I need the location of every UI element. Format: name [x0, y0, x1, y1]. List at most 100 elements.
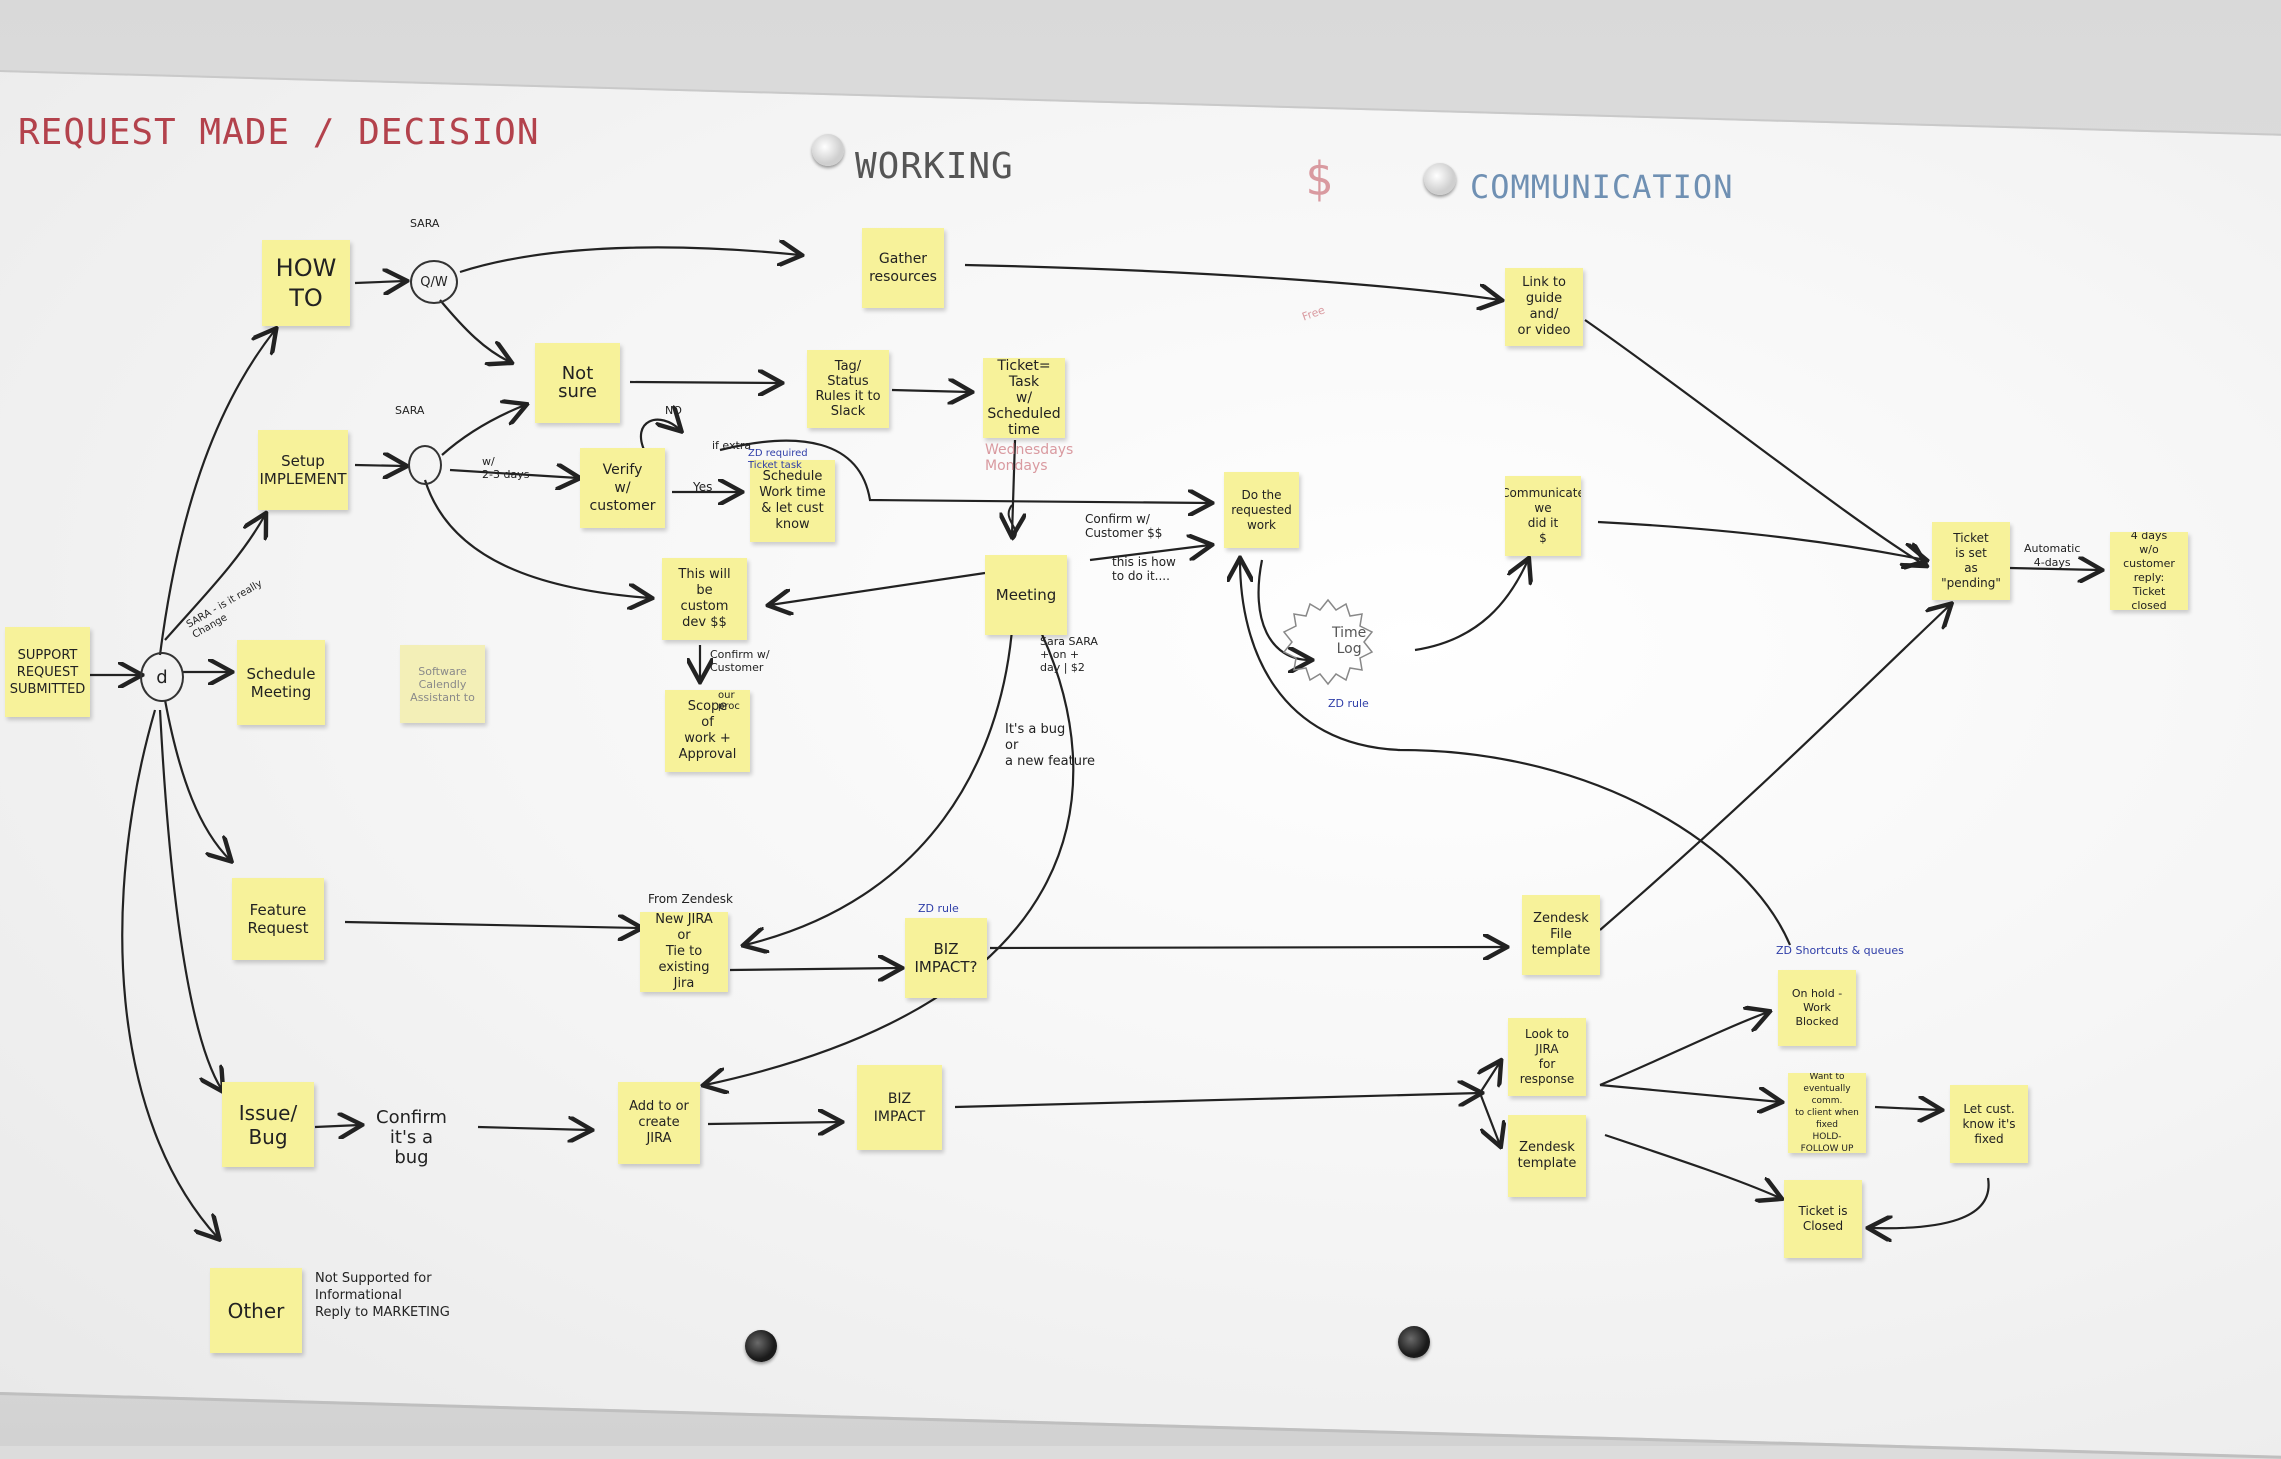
label-if-extra: if extra — [712, 439, 752, 452]
loop-verify-no — [639, 420, 680, 453]
label-confirm-w-customer: Confirm w/ Customer — [710, 648, 770, 674]
arrow-zdshortcuts-to-dowork — [1240, 560, 1792, 946]
note-schedule-meeting: Schedule Meeting — [237, 640, 325, 725]
arrow-meeting-to-addjira — [705, 629, 1075, 1085]
label-sara-day: Sara SARA + on + day | $2 — [1040, 635, 1098, 674]
note-hold-follow: Want to eventually comm. to client when … — [1788, 1073, 1866, 1153]
arrow-d-to-setup — [164, 515, 265, 641]
arrow-addjira-to-biz — [707, 1122, 840, 1124]
note-gather-resources: Gather resources — [862, 228, 944, 308]
header-money: $ — [1305, 152, 1334, 206]
header-communication: COMMUNICATION — [1470, 168, 1734, 206]
label-zd-shortcuts: ZD Shortcuts & queues — [1776, 944, 1904, 957]
note-look-jira: Look to JIRA for response — [1508, 1018, 1586, 1096]
arrow-d-to-bug — [158, 709, 222, 1090]
arrow-confirm-to-dowork — [1089, 545, 1210, 562]
arrow-lookjira-to-onhold — [1599, 1012, 1768, 1087]
note-communicate: Communicate we did it $ — [1505, 476, 1581, 556]
arrow-gather-to-link — [964, 263, 1500, 300]
label-our-proc: our proc — [718, 690, 740, 712]
magnet-icon — [1398, 1326, 1430, 1358]
note-calendly: Software Calendly Assistant to — [400, 645, 485, 723]
note-on-hold: On hold - Work Blocked — [1778, 970, 1856, 1046]
note-new-jira: New JIRA or Tie to existing Jira — [640, 912, 728, 992]
label-confirm-customer-money: Confirm w/ Customer $$ — [1085, 512, 1163, 540]
note-let-cust-know: Let cust. know it's fixed — [1950, 1085, 2028, 1163]
magnet-icon — [745, 1330, 777, 1362]
label-sara-top: SARA — [410, 217, 440, 230]
label-not-supported: Not Supported for Informational Reply to… — [315, 1271, 450, 1320]
label-yes: Yes — [693, 480, 713, 494]
arrow-meeting-to-customdev — [770, 571, 986, 605]
time-log-burst — [1282, 598, 1374, 686]
arrow-setup-to-sara — [354, 465, 405, 466]
note-add-jira: Add to or create JIRA — [618, 1082, 700, 1164]
note-how-to: HOW TO — [262, 240, 350, 326]
note-meeting: Meeting — [985, 555, 1067, 635]
arrow-pending-to-4days — [2009, 568, 2100, 570]
arrow-howto-to-qw — [354, 281, 405, 283]
note-setup-implement: Setup IMPLEMENT — [258, 430, 348, 510]
qw-node: Q/W — [410, 260, 458, 304]
note-verify: Verify w/ customer — [580, 448, 665, 528]
arrow-tag-to-ticket — [891, 390, 970, 392]
note-feature-request: Feature Request — [232, 878, 324, 960]
arrow-sara-to-notsure — [441, 405, 525, 456]
label-this-is-how: this is how to do it.... — [1112, 555, 1176, 583]
note-biz-impact-question: BIZ IMPACT? — [905, 918, 987, 998]
label-confirm-bug: Confirm it's a bug — [376, 1107, 447, 1168]
arrow-feature-to-newjira — [344, 922, 640, 928]
arrow-communicate-to-pending — [1597, 520, 1925, 560]
note-ticket-pending: Ticket is set as "pending" — [1932, 522, 2010, 600]
arrow-timelog-to-communicate — [1414, 560, 1528, 652]
header-working: WORKING — [855, 146, 1014, 187]
note-zendesk-file: Zendesk File template — [1522, 895, 1600, 975]
note-other: Other — [210, 1268, 302, 1353]
label-bug-or-feature: It's a bug or a new feature — [1005, 722, 1096, 769]
label-no: NO — [665, 404, 682, 417]
label-zd-required: ZD required Ticket task — [748, 448, 808, 471]
note-schedule-work: Schedule Work time & let cust know — [750, 460, 835, 542]
arrow-newjira-to-biz — [729, 968, 900, 970]
arrow-bug-to-confirm — [314, 1125, 360, 1127]
arrow-zdtemplate-to-closed — [1604, 1133, 1780, 1198]
arrow-qw-right — [459, 247, 800, 274]
arrow-dowork-to-timelog — [1257, 559, 1310, 660]
label-zd-rule-timelog: ZD rule — [1328, 697, 1369, 710]
note-ticket-task: Ticket= Task w/ Scheduled time — [983, 358, 1065, 438]
note-support-request: SUPPORT REQUEST SUBMITTED — [5, 627, 90, 717]
note-tag-status: Tag/ Status Rules it to Slack — [807, 350, 889, 428]
label-from-zendesk: From Zendesk — [648, 892, 733, 906]
arrow-holdfollow-to-letcust — [1874, 1107, 1940, 1110]
label-wi-days: w/ 2-3 days — [482, 455, 530, 481]
note-ticket-closed: Ticket is Closed — [1784, 1180, 1862, 1258]
arrow-notsure-to-tag — [629, 382, 780, 383]
arrow-schedule-to-dowork — [719, 439, 1210, 503]
header-request-made: REQUEST MADE / DECISION — [18, 112, 540, 153]
label-time-log: Time Log — [1332, 625, 1367, 657]
arrow-link-to-pending — [1584, 319, 1925, 565]
note-zendesk-template: Zendesk template — [1508, 1115, 1586, 1197]
note-do-work: Do the requested work — [1224, 472, 1299, 548]
arrow-ticket-to-meeting — [1012, 439, 1015, 535]
arrow-confirm-to-addjira — [477, 1127, 590, 1130]
note-scope-work: Scope of work + Approval — [665, 690, 750, 772]
arrow-qw-to-notsure — [439, 299, 510, 362]
note-not-sure: Not sure — [535, 343, 620, 423]
label-zd-rule-biz: ZD rule — [918, 902, 959, 915]
arrow-sara-to-verify — [449, 470, 578, 478]
arrow-fork-to-zdtemplate — [1478, 1092, 1500, 1145]
note-custom-dev: This will be custom dev $$ — [662, 558, 747, 640]
label-sara-mid: SARA — [395, 404, 425, 417]
arrow-biz-to-zendeskfile — [989, 947, 1505, 948]
arrow-zendeskfile-to-pending — [1599, 605, 1950, 931]
note-issue-bug: Issue/ Bug — [222, 1082, 314, 1167]
note-link-guide: Link to guide and/ or video — [1505, 268, 1583, 346]
sara-decision-node — [408, 445, 442, 485]
arrow-biz2-to-fork — [954, 1093, 1480, 1109]
arrow-letcust-to-closed — [1870, 1177, 1990, 1228]
label-wednesdays: Wednesdays Mondays — [985, 442, 1074, 474]
note-biz-impact: BIZ IMPACT — [857, 1065, 942, 1150]
arrow-d-to-other — [121, 709, 218, 1238]
